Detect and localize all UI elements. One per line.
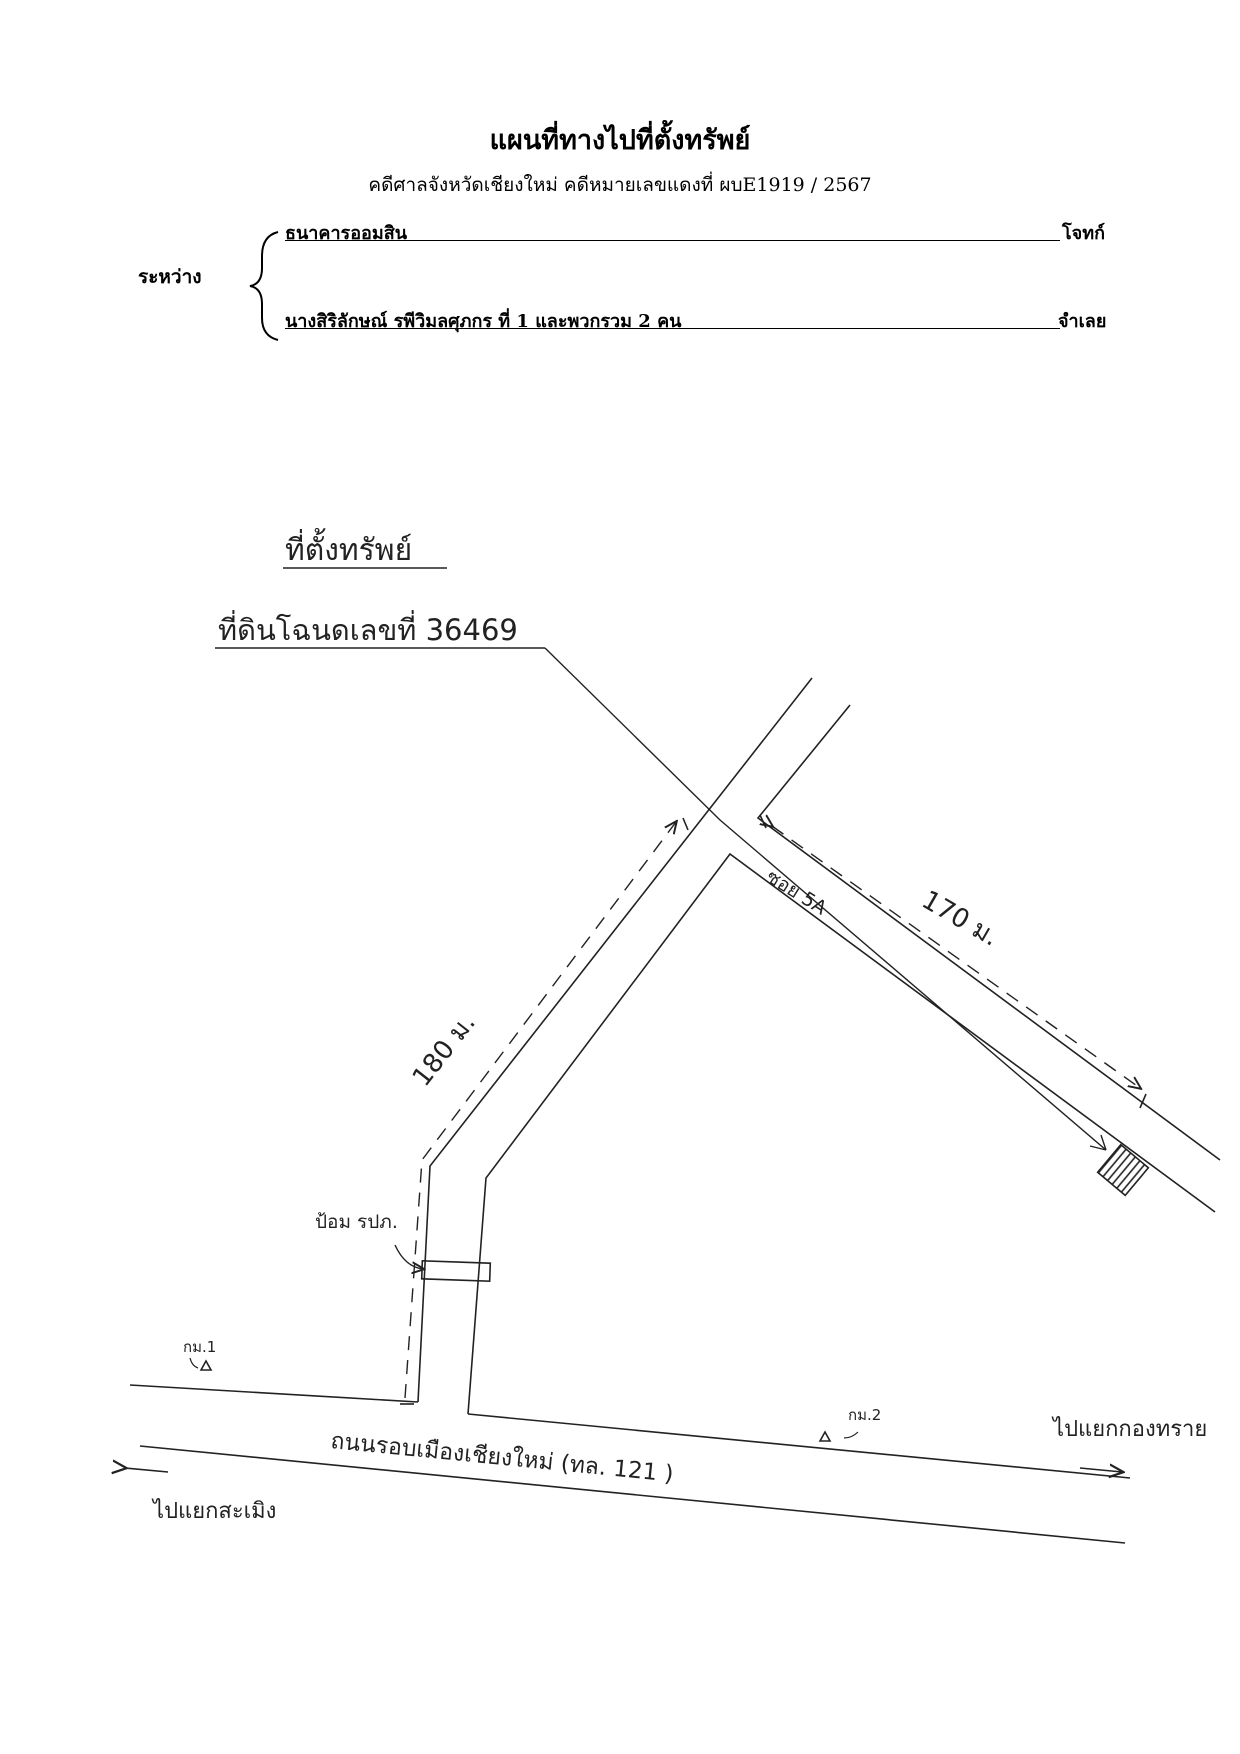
km1-label: กม.1 [183,1338,216,1356]
distance-170-label: 170 ม. [917,885,1004,953]
arrow-right-icon [1079,1468,1122,1472]
side-road-left-edge [417,677,813,1403]
defendant-role: จำเลย [1058,311,1107,332]
plaintiff-role: โจทก์ [1062,223,1105,244]
between-label: ระหว่าง [138,266,202,288]
leader-arrowhead [1089,1134,1107,1151]
page-title: แผนที่ทางไปที่ตั้งทรัพย์ [489,125,751,156]
soi-label: ซอย 5A [762,866,830,920]
main-road-edge-top-left [129,1384,419,1403]
defendant-underline [285,328,1060,329]
km2-pointer [843,1431,859,1439]
distance-170-tick-right [1139,1093,1147,1109]
to-right-label: ไปแยกกองทราย [1051,1416,1207,1442]
plaintiff-underline [285,240,1060,241]
arrow-left-icon [125,1468,169,1472]
distance-170-dashed [772,826,1140,1088]
to-left-label: ไปแยกสะเมิง [151,1498,276,1524]
survey-triangle-icon [199,1359,213,1371]
map-heading: ที่ตั้งทรัพย์ [285,528,412,568]
title-deed-label: ที่ดินโฉนดเลขที่ 36469 [218,610,518,647]
defendant-name: นางสิริลักษณ์ รพีวิมลศุภกร ที่ 1 และพวกร… [285,311,682,332]
side-road-right-edge [467,852,1216,1415]
plaintiff-name: ธนาคารออมสิน [285,223,407,244]
main-road-edge-bottom [139,1445,1126,1544]
case-subtitle: คดีศาลจังหวัดเชียงใหม่ คดีหมายเลขแดงที่ … [368,174,872,196]
main-road-edge-top-right [467,1413,1131,1479]
police-box-pointer [394,1244,423,1269]
police-box-label: ป้อม รปภ. [315,1211,398,1233]
distance-180-label: 180 ม. [407,1008,482,1092]
km2-label: กม.2 [848,1406,881,1424]
distance-170-tick-left [759,814,767,829]
distance-180-tick-top [682,817,689,831]
main-road-label: ถนนรอบเมืองเชียงใหม่ (ทล. 121 ) [329,1427,674,1487]
distance-180-dashed [404,822,676,1399]
property-hatch-icon [1096,1143,1150,1197]
survey-triangle-icon-2 [818,1430,832,1442]
km1-pointer [189,1357,199,1369]
